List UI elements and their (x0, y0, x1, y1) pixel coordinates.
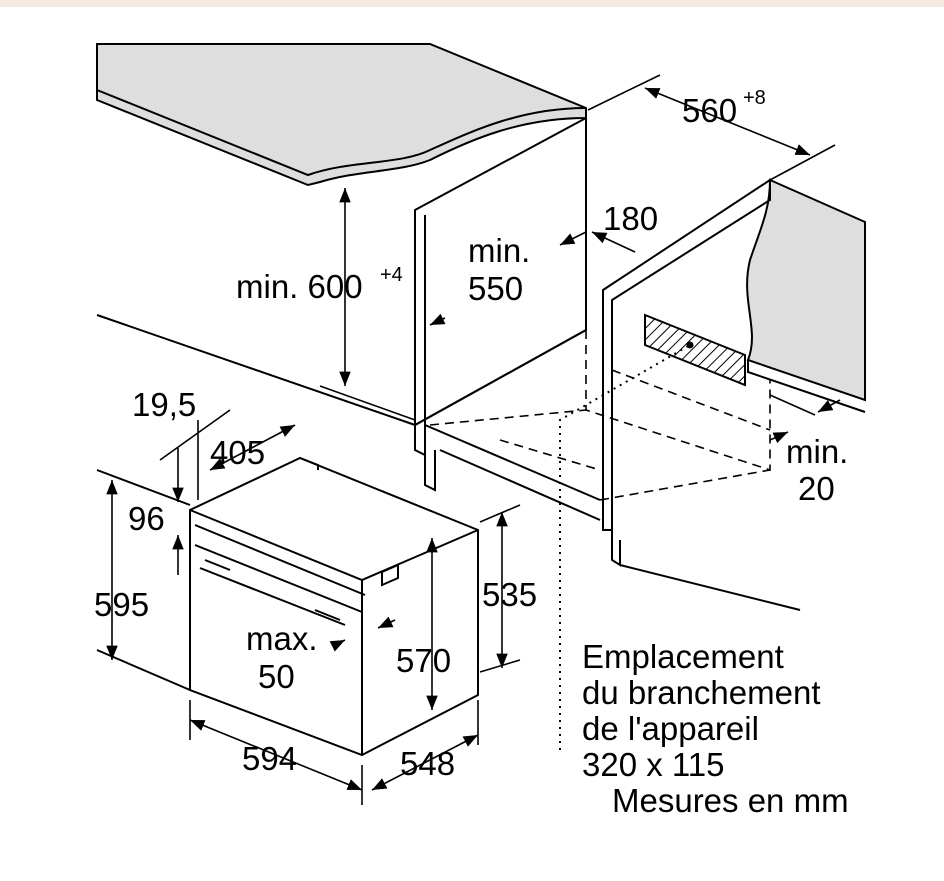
door-depth-label: 405 (210, 434, 265, 471)
connection-leader (559, 344, 691, 750)
inner-height-label: 535 (482, 576, 537, 613)
right-wall-panel (746, 178, 866, 413)
floor-line-3 (96, 649, 191, 691)
note-line1: Emplacement (582, 638, 784, 675)
niche-height-tolerance: +4 (380, 264, 403, 286)
handle-line2: 50 (258, 658, 295, 695)
niche-height-label: min. 600 (236, 268, 363, 305)
oven (189, 456, 479, 757)
countertop (96, 43, 587, 187)
top-strip (0, 0, 944, 7)
connection-zone (644, 313, 746, 387)
side-gap-line1: min. (786, 433, 848, 470)
rear-vent-label: 180 (603, 200, 658, 237)
handle-line1: max. (246, 620, 318, 657)
note-line3: de l'appareil (582, 710, 759, 747)
panel-offset-label: 19,5 (132, 386, 196, 423)
floor-line-1 (96, 314, 416, 426)
opening-width-label: 560 (682, 92, 737, 129)
oven-height-label: 595 (94, 586, 149, 623)
units-note: Mesures en mm (612, 782, 849, 819)
oven-depth-label: 548 (400, 745, 455, 782)
niche-outline (429, 330, 771, 501)
min-depth-line2: 550 (468, 270, 523, 307)
side-gap-line2: 20 (798, 470, 835, 507)
opening-width-tolerance: +8 (743, 87, 766, 109)
note-line2: du branchement (582, 674, 821, 711)
oven-width-label: 594 (242, 740, 297, 777)
note-line4: 320 x 115 (582, 746, 725, 783)
body-height-label: 570 (396, 642, 451, 679)
min-depth-line1: min. (468, 232, 530, 269)
dimension-lines (106, 74, 841, 805)
top-offset-label: 96 (128, 500, 165, 537)
